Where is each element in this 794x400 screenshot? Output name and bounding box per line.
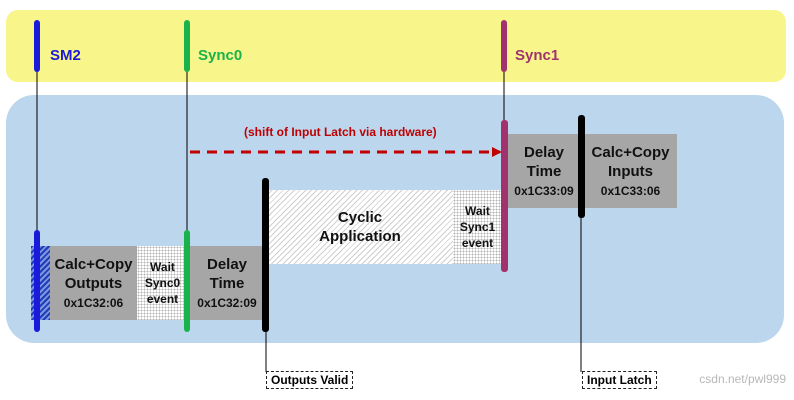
calc-copy-inputs-title-1: Calc+Copy — [591, 144, 670, 161]
delay-outputs-hex: 0x1C32:09 — [197, 296, 257, 310]
wait-sync0-line-3: event — [146, 292, 179, 306]
delay-time-inputs-block: Delay Time 0x1C33:09 — [506, 134, 582, 208]
calc-copy-outputs-title-2: Outputs — [64, 275, 123, 292]
calc-copy-outputs-hex: 0x1C32:06 — [63, 296, 124, 310]
sync0-signal-bar — [184, 20, 190, 72]
sm2-signal-bar — [34, 20, 40, 72]
sm2-label: SM2 — [50, 47, 81, 64]
delay-inputs-hex: 0x1C33:09 — [514, 184, 574, 198]
sync1-event-bar — [501, 120, 508, 272]
delay-inputs-title-1: Delay — [523, 144, 565, 161]
calc-copy-outputs-block: Calc+Copy Outputs 0x1C32:06 — [50, 246, 137, 320]
sync-signal-band — [6, 10, 786, 82]
outputs-valid-bar — [262, 178, 269, 332]
sm2-event-bar — [34, 230, 40, 332]
wait-sync1-block: Wait Sync1 event — [453, 190, 502, 264]
sync1-label: Sync1 — [515, 47, 560, 64]
delay-outputs-title-1: Delay — [206, 256, 248, 273]
calc-copy-inputs-title-2: Inputs — [608, 163, 653, 180]
outputs-valid-marker: Outputs Valid — [266, 371, 354, 389]
wait-sync1-line-1: Wait — [465, 204, 490, 218]
watermark-text: csdn.net/pwl999 — [699, 372, 786, 386]
sync1-signal-bar — [501, 20, 507, 72]
cyclic-application-line-1: Cyclic — [337, 209, 383, 226]
cyclic-application-line-2: Application — [319, 228, 401, 245]
wait-sync0-block: Wait Sync0 event — [137, 246, 188, 320]
delay-inputs-title-2: Time — [526, 163, 562, 180]
wait-sync1-line-2: Sync1 — [459, 220, 496, 234]
calc-copy-outputs-title-1: Calc+Copy — [54, 256, 133, 273]
delay-outputs-title-2: Time — [209, 275, 245, 292]
sync0-event-bar — [184, 230, 190, 332]
cyclic-application-block: Cyclic Application — [267, 190, 453, 264]
wait-sync0-line-1: Wait — [150, 260, 175, 274]
sync0-label: Sync0 — [198, 47, 243, 64]
shift-label: (shift of Input Latch via hardware) — [244, 125, 437, 139]
delay-time-outputs-block: Delay Time 0x1C32:09 — [189, 246, 265, 320]
wait-sync1-line-3: event — [461, 236, 494, 250]
wait-sync0-line-2: Sync0 — [144, 276, 181, 290]
input-latch-marker: Input Latch — [582, 371, 657, 389]
calc-copy-inputs-hex: 0x1C33:06 — [600, 184, 661, 198]
input-latch-bar — [578, 115, 585, 218]
calc-copy-inputs-block: Calc+Copy Inputs 0x1C33:06 — [584, 134, 677, 208]
